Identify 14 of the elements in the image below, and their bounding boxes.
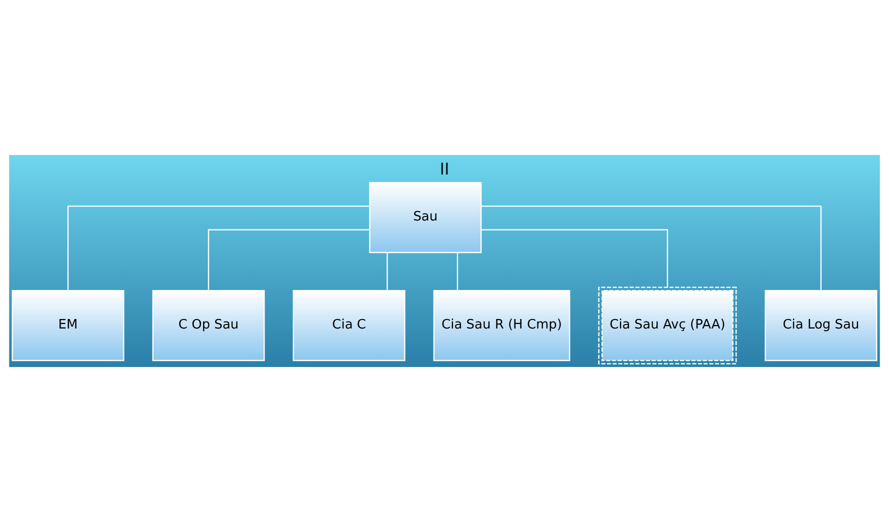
node-box: Cia Sau R (H Cmp) — [433, 290, 570, 361]
connector — [67, 205, 370, 290]
connector — [481, 228, 668, 287]
node-box: Sau — [369, 182, 482, 253]
connector — [386, 252, 388, 290]
node-box: Cia Sau Avç (PAA) — [598, 286, 737, 364]
node-box: Cia C — [292, 290, 406, 361]
connector — [481, 205, 822, 290]
node-box: EM — [12, 290, 124, 361]
node-box: C Op Sau — [152, 290, 265, 361]
diagram-title: II — [440, 158, 450, 178]
connector — [456, 252, 458, 290]
node-box: Cia Log Sau — [764, 290, 878, 361]
connector — [208, 228, 370, 290]
